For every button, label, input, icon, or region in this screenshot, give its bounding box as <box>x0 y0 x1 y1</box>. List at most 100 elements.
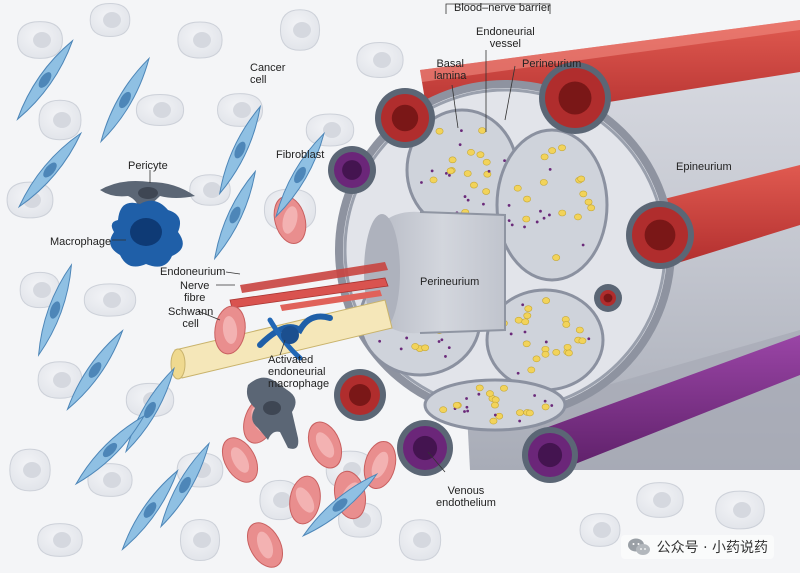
axon <box>522 340 531 348</box>
cancer-cell-nucleus <box>373 52 391 68</box>
axon <box>482 188 491 195</box>
vessel-core <box>412 435 438 461</box>
endoneurial-vessel <box>550 404 554 407</box>
axon <box>463 170 472 177</box>
axon <box>584 198 593 206</box>
endoneurial-vessel <box>437 340 441 343</box>
schwann-cell-label: Schwann cell <box>168 306 214 330</box>
red-blood-cell-center <box>222 316 238 344</box>
fibroblast-label: Fibroblast <box>276 149 325 161</box>
pericyte-cell <box>100 181 195 212</box>
axon <box>500 384 508 392</box>
axon <box>452 401 461 409</box>
perineurium-center-label: Perineurium <box>420 276 480 288</box>
nerve-fibre-label: Nerve fibre <box>180 280 210 304</box>
axon <box>579 190 588 198</box>
basal-lamina-label: Basal lamina <box>434 58 467 82</box>
endoneurial-vessel <box>447 346 451 350</box>
venous-endothelium-label: Venous endothelium <box>436 485 496 509</box>
cancer-cell-nucleus <box>193 532 211 548</box>
endoneurial-vessel <box>420 181 423 184</box>
vessel-core <box>558 81 592 115</box>
axon <box>411 343 420 350</box>
cancer-cell-nucleus <box>103 12 121 28</box>
red-blood-cell-center <box>315 432 335 458</box>
axon <box>429 176 438 184</box>
endoneurial-vessel <box>493 413 497 417</box>
endoneurial-vessel <box>581 243 585 247</box>
endoneurial-vessel <box>507 204 511 207</box>
axon <box>562 321 571 328</box>
macrophage-label: Macrophage <box>50 236 112 248</box>
endoneurial-vessel <box>518 419 522 423</box>
axon <box>548 147 557 154</box>
endoneurial-vessel <box>448 173 451 177</box>
endoneurial-vessel <box>482 202 485 206</box>
axon <box>563 343 572 351</box>
endoneurial-vessel <box>477 392 481 396</box>
fibroblast-cell <box>275 131 325 219</box>
cancer-cell-nucleus <box>153 102 171 118</box>
axon <box>523 195 531 203</box>
endoneurium-label: Endoneurium <box>160 266 226 278</box>
vein-lower <box>540 335 800 470</box>
cancer-cell-nucleus <box>323 122 341 138</box>
axon <box>475 384 484 392</box>
macrophage-cell <box>110 200 183 267</box>
cancer-cell-nucleus <box>53 112 71 128</box>
axon <box>525 409 534 417</box>
vessel-core <box>391 104 419 132</box>
nerve-fibre-bundle <box>170 262 393 380</box>
endoneurial-vessel <box>509 332 513 336</box>
axon <box>577 175 586 183</box>
endoneurial-vessel <box>458 143 462 147</box>
endoneurial-vessel <box>378 339 382 343</box>
axon <box>439 406 448 413</box>
cancer-cell-label: Cancer cell <box>250 62 286 86</box>
endoneurial-vessel <box>510 223 514 227</box>
fibroblast-cell <box>213 169 257 261</box>
nerve-cross-section <box>335 80 675 432</box>
axon <box>578 337 587 345</box>
axon <box>532 355 541 363</box>
axon <box>541 403 550 411</box>
cancer-cell-nucleus <box>593 522 611 538</box>
endoneurial-vessel <box>463 195 467 198</box>
fibroblast-cell <box>160 441 210 529</box>
endoneurial-vessel <box>465 405 469 409</box>
fibroblast-cell <box>16 39 74 121</box>
axon <box>467 149 475 156</box>
axon <box>421 344 430 352</box>
endoneurial-vessel <box>521 303 525 307</box>
axon <box>485 390 494 397</box>
endoneurial-vessel <box>503 159 506 163</box>
axon <box>446 167 455 175</box>
cancer-cell-nucleus <box>233 102 251 118</box>
cancer-cell-nucleus <box>103 472 121 488</box>
endoneurial-vessel <box>466 409 470 413</box>
endoneurial-vessel <box>548 167 552 171</box>
axon <box>565 349 573 357</box>
endoneurial-vessel <box>430 169 434 173</box>
fibroblast-cell <box>100 56 150 144</box>
red-blood-cell-center <box>371 451 389 479</box>
axon <box>558 209 567 217</box>
cancer-cell-nucleus <box>733 502 751 518</box>
endoneurial-vessel <box>460 129 463 133</box>
endoneurial-vessel <box>405 336 409 340</box>
axon <box>489 417 498 425</box>
endoneurial-vessel <box>535 220 539 224</box>
axon <box>541 351 550 358</box>
endoneurial-vessel <box>539 209 542 213</box>
endoneurial-vessel <box>544 340 548 344</box>
vessel-core <box>342 160 362 180</box>
endoneurial-vessel <box>466 198 470 202</box>
endoneurial-vessel <box>440 338 444 342</box>
endoneurial-vessel <box>542 216 546 220</box>
endoneurial-vessel <box>463 410 466 413</box>
axon <box>491 401 499 409</box>
fibroblast-cell <box>301 472 379 538</box>
activated-endoneurial-macrophage-label: Activated endoneurial macrophage <box>268 354 330 390</box>
vessel-core <box>603 293 613 303</box>
